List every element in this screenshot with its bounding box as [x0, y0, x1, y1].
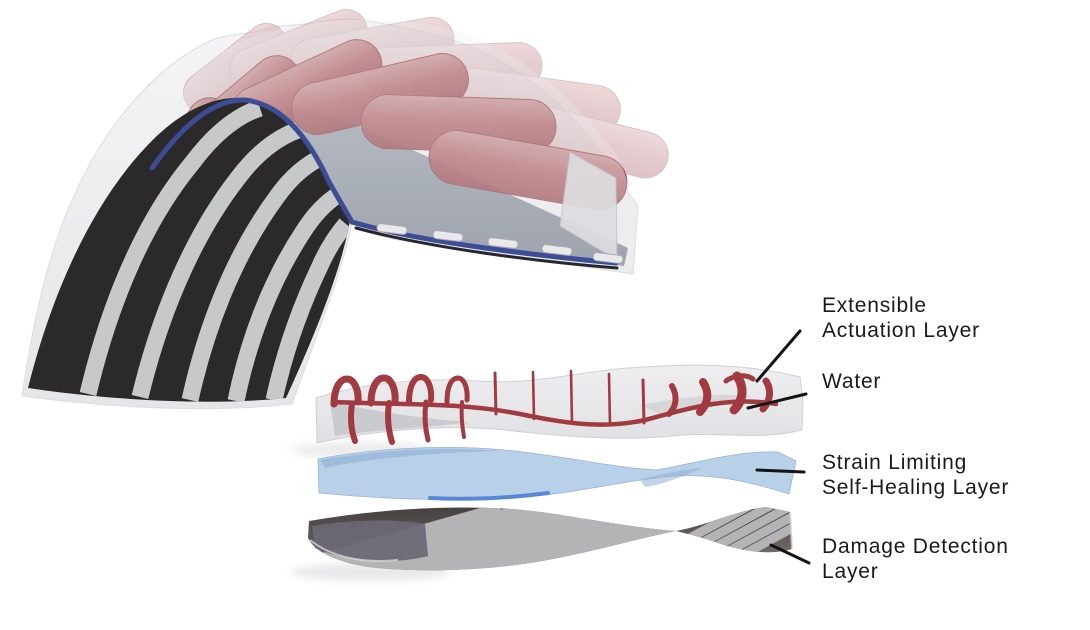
label-extensible-actuation-layer: Extensible Actuation Layer [822, 294, 980, 344]
label-line: Self-Healing Layer [822, 475, 1010, 499]
water-fin [330, 375, 362, 408]
label-line: Strain Limiting [822, 451, 968, 474]
water-fin [641, 378, 646, 425]
electrode-pad [487, 237, 519, 249]
water-fin [444, 375, 470, 405]
electrode-pads [376, 223, 624, 264]
electrode-pad [541, 244, 573, 256]
water-fin [723, 373, 756, 384]
leader-line-strain [755, 468, 806, 474]
leader-line-damage [769, 543, 811, 565]
membrane-layer [250, 107, 628, 266]
leader-line-water [746, 392, 808, 410]
sheet-inner-shadow [330, 402, 470, 436]
label-line: Extensible [822, 294, 927, 317]
water-spine [331, 399, 779, 427]
electrode-pad [432, 230, 464, 242]
bottom-dark-edge [354, 226, 619, 270]
ribbon-right-edge [789, 511, 793, 550]
ribbon-inner-face [312, 520, 428, 562]
exploded-actuation-layer [290, 364, 804, 458]
water-fin [367, 374, 399, 407]
water-fin [348, 401, 358, 444]
exploded-strain-limiting-layer [317, 447, 797, 501]
label-line: Layer [822, 559, 879, 583]
blue-under-edge [428, 491, 550, 501]
water-fin [422, 399, 431, 443]
electrode-pad [592, 252, 624, 264]
water-channels [330, 369, 779, 445]
label-strain-limiting-self-healing-layer: Strain Limiting Self-Healing Layer [822, 451, 1009, 501]
band-stripes [79, 99, 350, 402]
label-water: Water [822, 370, 881, 395]
water-fin [531, 370, 536, 421]
ribbon-edge-highlight [309, 539, 399, 562]
seal-line [149, 97, 619, 266]
shell-front-overlay [169, 19, 637, 272]
blue-sheet-shade [320, 448, 500, 468]
water-fin [385, 400, 395, 445]
water-fin [729, 371, 747, 415]
label-line: Actuation Layer [822, 318, 980, 342]
exploded-damage-detection-layer [290, 507, 793, 581]
blue-sheet-shade [640, 468, 702, 487]
leader-line-extensible [755, 329, 802, 383]
water-fin [569, 369, 574, 425]
label-line: Water [822, 370, 882, 393]
water-fin [759, 377, 774, 413]
leader-lines [746, 329, 811, 565]
water-fin [696, 378, 712, 416]
ribbon-stripes-right [676, 507, 792, 553]
damage-band-bent [28, 97, 350, 402]
water-fin [607, 372, 612, 427]
main-actuator-render [21, 9, 669, 410]
electrode-pad [376, 223, 408, 235]
label-line: Damage Detection [822, 535, 1009, 558]
water-fin [493, 371, 498, 416]
sheet-inner-shadow [640, 394, 752, 414]
label-damage-detection-layer: Damage Detection Layer [822, 535, 1009, 585]
water-fin [406, 373, 435, 405]
